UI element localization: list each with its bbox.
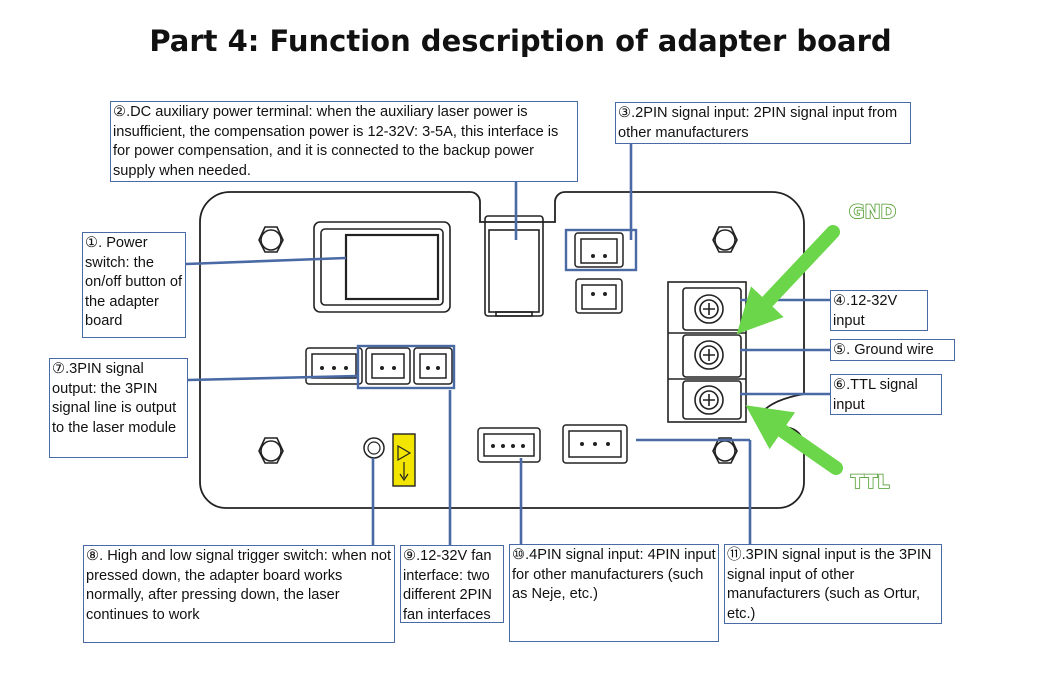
pin3-input-connector [562, 424, 628, 464]
callout-dc-auxiliary: ②.DC auxiliary power terminal: when the … [110, 101, 578, 182]
callout-trigger-switch: ⑧. High and low signal trigger switch: w… [83, 545, 395, 643]
callout-lines [185, 143, 832, 546]
pin3-output-connectors [305, 347, 453, 385]
callout-3pin-output: ⑦.3PIN signal output: the 3PIN signal li… [49, 358, 188, 458]
callout-2pin-input: ③.2PIN signal input: 2PIN signal input f… [615, 102, 911, 144]
page-title: Part 4: Function description of adapter … [149, 24, 892, 58]
callout-ttl-signal: ⑥.TTL signal input [830, 374, 942, 415]
ttl-label: TTL [851, 471, 889, 493]
ttl-arrow [745, 405, 843, 475]
gnd-arrow [736, 225, 840, 335]
callout-4pin-input: ⑩.4PIN signal input: 4PIN input for othe… [509, 544, 719, 642]
trigger-led [363, 437, 385, 459]
callout-power-switch: ①. Power switch: the on/off button of th… [82, 232, 186, 338]
gnd-label: GND [849, 201, 896, 223]
callout-fan-interface: ⑨.12-32V fan interface: two different 2P… [400, 545, 504, 623]
callout-12-32v-input: ④.12-32V input [830, 290, 928, 331]
callout-ground-wire: ⑤. Ground wire [830, 339, 955, 361]
green-arrows [736, 225, 843, 475]
pin4-connector [477, 427, 541, 463]
pin2-connectors [574, 232, 624, 314]
trigger-switch-component [392, 433, 416, 487]
callout-3pin-input: ⑪.3PIN signal input is the 3PIN signal i… [724, 544, 942, 624]
power-switch-component [313, 221, 451, 313]
dc-terminal-component [484, 215, 544, 317]
terminal-block [667, 281, 747, 423]
